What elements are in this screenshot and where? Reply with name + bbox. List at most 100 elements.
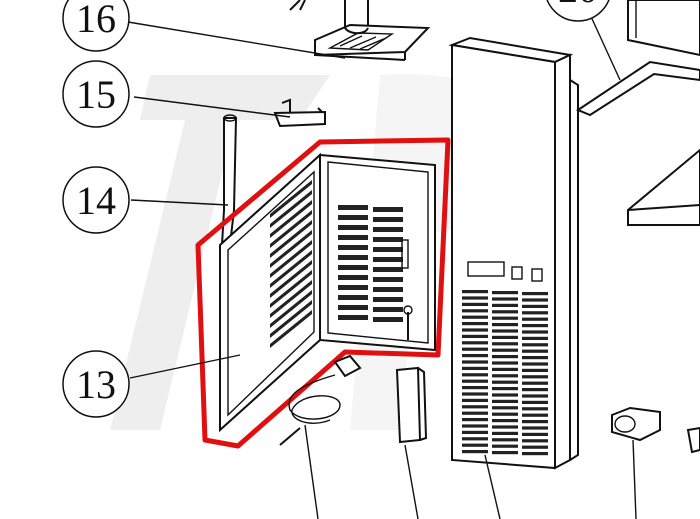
- louver-slot: [462, 347, 488, 351]
- louver-slot: [522, 362, 548, 366]
- louver-slot: [492, 361, 518, 365]
- louver-slot: [492, 451, 518, 455]
- louver-slot: [492, 342, 518, 346]
- louver-slot: [492, 387, 518, 391]
- louver-slot: [462, 424, 488, 428]
- edge-part: [686, 426, 700, 454]
- frame-top-right: [575, 0, 700, 226]
- louver-slot: [492, 323, 518, 327]
- louver-slot: [492, 291, 518, 295]
- svg-text:15: 15: [76, 72, 116, 117]
- louver-slot: [462, 290, 488, 294]
- louver-slot: [462, 373, 488, 377]
- louver-slot: [492, 399, 518, 403]
- louver-slot: [522, 336, 548, 340]
- louver-slot: [492, 348, 518, 352]
- louver-slot: [492, 419, 518, 423]
- louver-slot: [462, 418, 488, 422]
- louver-slot: [492, 355, 518, 359]
- louver-slot: [462, 322, 488, 326]
- louver-slot: [462, 392, 488, 396]
- louver-slot: [462, 430, 488, 434]
- louver-slot: [522, 394, 548, 398]
- louver-slot: [522, 445, 548, 449]
- louver-slot: [492, 438, 518, 442]
- louver-slot: [462, 341, 488, 345]
- callout-16: 16: [62, 0, 130, 52]
- louver-slots-tall-panel: [462, 290, 548, 456]
- louver-slot: [492, 406, 518, 410]
- louver-slot: [462, 334, 488, 338]
- louver-slot: [492, 310, 518, 314]
- louver-slot: [462, 315, 488, 319]
- louver-slot: [522, 368, 548, 372]
- louver-slot: [522, 381, 548, 385]
- highlight-outline: [195, 137, 451, 449]
- louver-slot: [462, 296, 488, 300]
- front-panel-tall: [448, 36, 579, 470]
- callout-top: 20: [546, 0, 610, 22]
- louver-slot: [522, 349, 548, 353]
- louver-slot: [492, 393, 518, 397]
- louver-slot: [462, 366, 488, 370]
- louver-slot: [522, 413, 548, 417]
- louver-slots-front: [338, 205, 403, 322]
- louver-slot: [522, 388, 548, 392]
- louver-slot: [462, 386, 488, 390]
- louver-slot: [522, 400, 548, 404]
- louver-slot: [522, 407, 548, 411]
- louver-slot: [522, 439, 548, 443]
- louver-slot: [522, 426, 548, 430]
- louver-slot: [522, 317, 548, 321]
- louver-slot: [522, 304, 548, 308]
- louver-slot: [522, 420, 548, 424]
- louver-slot: [492, 425, 518, 429]
- louver-slot: [522, 330, 548, 334]
- louver-slot: [492, 374, 518, 378]
- louver-slot: [492, 297, 518, 301]
- louver-slot: [462, 379, 488, 383]
- louver-slot: [522, 452, 548, 456]
- callout-13: 13: [62, 350, 130, 418]
- louver-slot: [462, 398, 488, 402]
- louver-slot: [492, 412, 518, 416]
- louver-slot: [462, 450, 488, 454]
- louver-slot: [522, 311, 548, 315]
- louver-slot: [522, 356, 548, 360]
- svg-text:14: 14: [76, 178, 116, 223]
- louver-slot: [522, 324, 548, 328]
- louver-slot: [462, 309, 488, 313]
- leader-lines: [127, 9, 637, 519]
- louver-slot: [462, 360, 488, 364]
- louver-slot: [462, 443, 488, 447]
- louver-slot: [462, 328, 488, 332]
- louver-slot: [492, 444, 518, 448]
- louver-slot: [462, 302, 488, 306]
- louver-slot: [522, 298, 548, 302]
- louver-slot: [462, 354, 488, 358]
- control-module: [395, 366, 428, 444]
- louver-slot: [522, 343, 548, 347]
- clip-part: [611, 406, 661, 442]
- part-16-tray: [289, 0, 431, 61]
- louver-slot: [522, 292, 548, 296]
- louver-slot: [522, 432, 548, 436]
- louver-slot: [492, 380, 518, 384]
- svg-text:16: 16: [76, 0, 116, 41]
- louver-slot: [462, 411, 488, 415]
- svg-text:20: 20: [558, 0, 598, 11]
- callout-15: 15: [62, 60, 130, 128]
- louver-slot: [462, 405, 488, 409]
- louver-slot: [492, 431, 518, 435]
- louver-slot: [462, 437, 488, 441]
- louver-slot: [492, 329, 518, 333]
- power-cable: [279, 354, 362, 446]
- louver-slot: [492, 303, 518, 307]
- callout-14: 14: [62, 166, 130, 234]
- svg-text:13: 13: [76, 362, 116, 407]
- louver-slot: [522, 375, 548, 379]
- louver-slot: [492, 335, 518, 339]
- louver-slot: [492, 367, 518, 371]
- louver-slot: [492, 316, 518, 320]
